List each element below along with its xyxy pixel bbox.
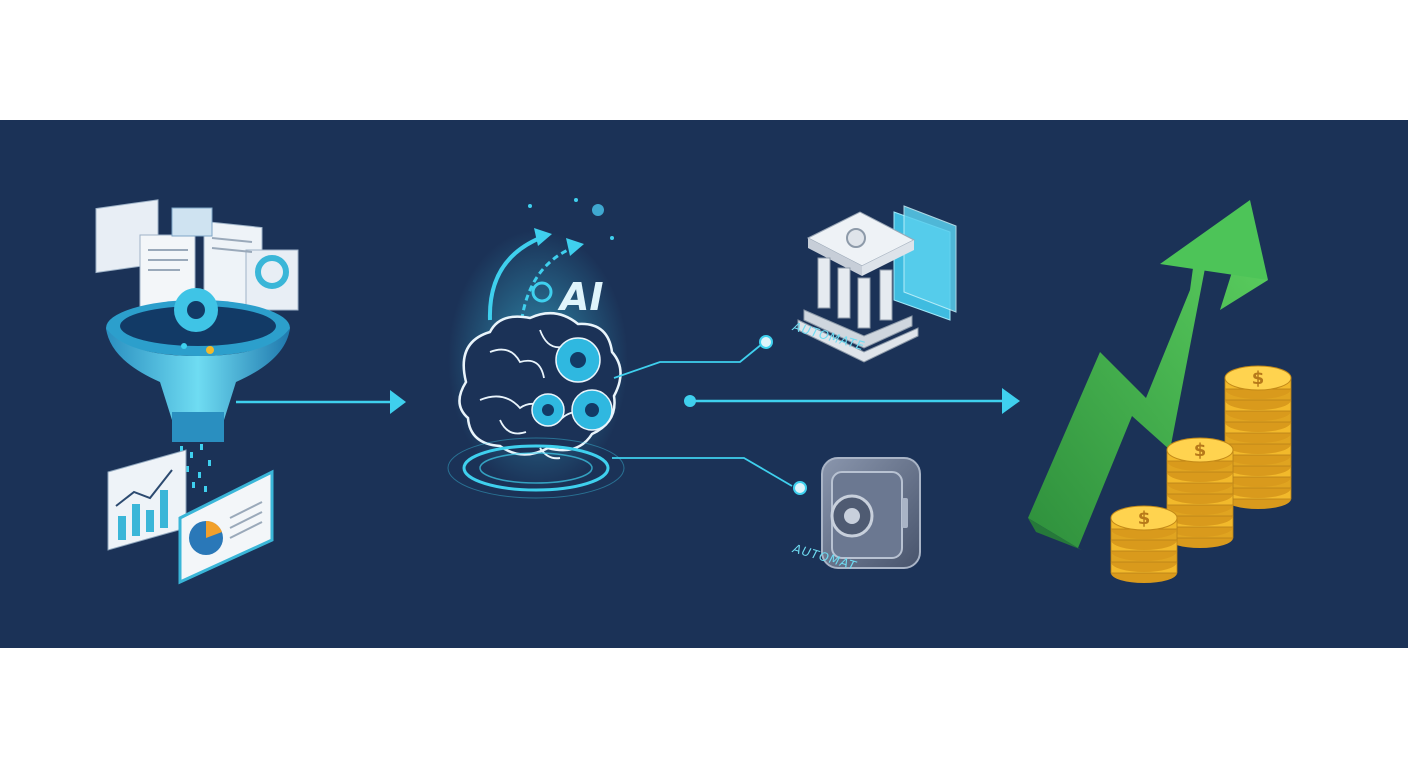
coin-stacks: $ $ $ [1110,365,1292,583]
ai-badge: AI [557,275,604,319]
pie-chart-panel [178,469,274,585]
bank-icon [797,205,957,363]
flow-branch-bank [613,335,773,379]
flow-arrow-2 [684,388,1020,414]
brain-gears-icon: AI [447,198,628,499]
safe-icon [821,457,921,569]
flow-arrow-1 [236,390,406,414]
dollar-sign-icon: $ [1138,508,1151,529]
coin-top [1224,365,1292,391]
workflow-diagram: AI [0,120,1408,648]
dollar-sign-icon: $ [1194,440,1207,461]
dollar-sign-icon: $ [1252,368,1265,389]
coin-top [1110,505,1178,531]
coin-top [1166,437,1234,463]
bar-chart-panel [107,449,187,551]
growth-arrow-icon [1028,200,1268,550]
funnel-icon [95,199,299,585]
document-icon [95,199,299,316]
flow-branch-safe [612,457,807,495]
